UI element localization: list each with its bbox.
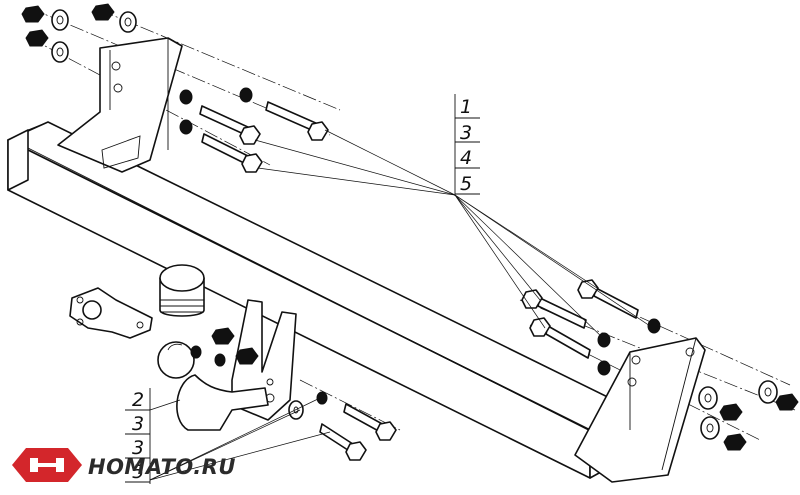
callout-left-2: 3 xyxy=(132,413,144,435)
small-washers-top xyxy=(179,87,253,135)
tow-ball-neck xyxy=(157,341,269,431)
nuts-top-left xyxy=(21,3,115,47)
bolts-right xyxy=(521,279,639,359)
callout-left-1: 2 xyxy=(132,389,144,411)
leaders-left xyxy=(149,397,331,481)
small-washers-right xyxy=(597,318,661,376)
callout-right-2: 3 xyxy=(460,122,472,144)
callout-left-3: 3 xyxy=(132,437,144,459)
hitch-fasteners xyxy=(190,327,397,461)
right-mounting-bracket xyxy=(574,337,706,483)
callout-right-3: 4 xyxy=(460,147,472,169)
logo-text: HOMATO.RU xyxy=(88,455,236,479)
washers-nuts-right xyxy=(698,380,799,451)
callout-left-4: 5 xyxy=(132,461,144,483)
bolts-top xyxy=(199,101,329,173)
leaders-right xyxy=(254,129,651,341)
washers-top-left xyxy=(51,9,137,63)
callout-right-4: 5 xyxy=(460,173,472,195)
homato-logo: HOMATO.RU xyxy=(12,448,236,482)
callout-right: 1 3 4 5 xyxy=(454,94,480,196)
ball-cover-cap xyxy=(159,264,205,317)
callout-left: 2 3 3 5 xyxy=(125,388,151,484)
left-mounting-bracket xyxy=(57,37,183,173)
socket-bracket xyxy=(69,287,153,339)
callout-right-1: 1 xyxy=(460,96,472,118)
